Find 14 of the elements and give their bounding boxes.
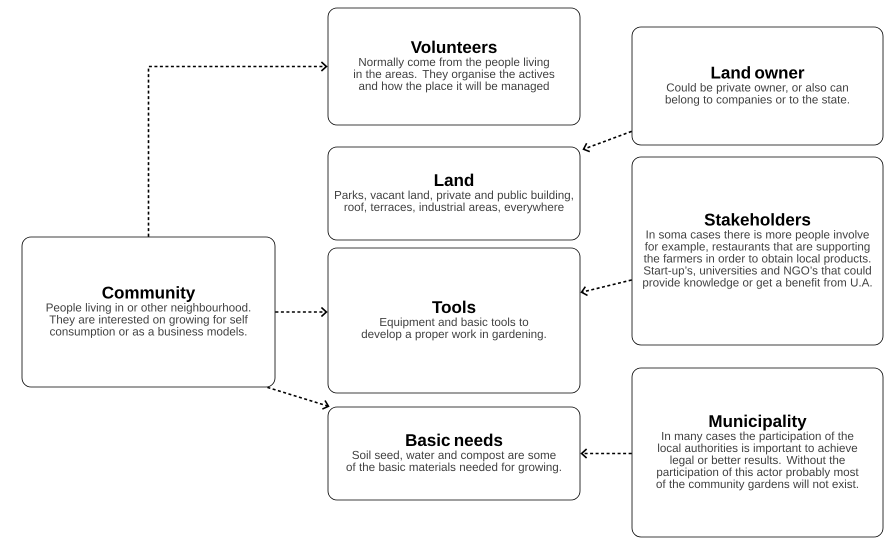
- text-box: Land Parks, vacant land, private and public building, roof, terraces, industrial areas, everywhere: [328, 146, 580, 240]
- text-box: Land owner Could be private owner, or also can belong to companies or to the state.: [632, 26, 884, 146]
- arrow: [580, 448, 632, 459]
- text-box: Stakeholders In soma cases there is more people involve for example, restaurants that are supporting the farmers in order to obtain local products. Start-up’s, universities and NGO’s that could provide knowledge or get a benefit from U.A.: [632, 156, 884, 346]
- arrow: [582, 130, 632, 152]
- text-box: Municipality In many cases the participation of the local authorities is important to achieve legal or better results. Without the participation of this actor probably most of the community gardens will not exist.: [632, 368, 884, 538]
- arrow: [148, 61, 328, 237]
- arrow: [580, 279, 632, 296]
- arrow: [275, 306, 328, 318]
- text-box: Basic needs Soil seed, water and compost are some of the basic materials needed for growing.: [328, 406, 580, 500]
- text-box: Volunteers Normally come from the people living in the areas. They organise the actives and how the place it will be managed: [328, 8, 580, 126]
- text-box: Community People living in or other neighbourhood. They are interested on growing for self consumption or as a business models.: [22, 236, 276, 388]
- arrow: [267, 386, 330, 410]
- text-box: Tools Equipment and basic tools to develop a proper work in gardening.: [328, 248, 580, 394]
